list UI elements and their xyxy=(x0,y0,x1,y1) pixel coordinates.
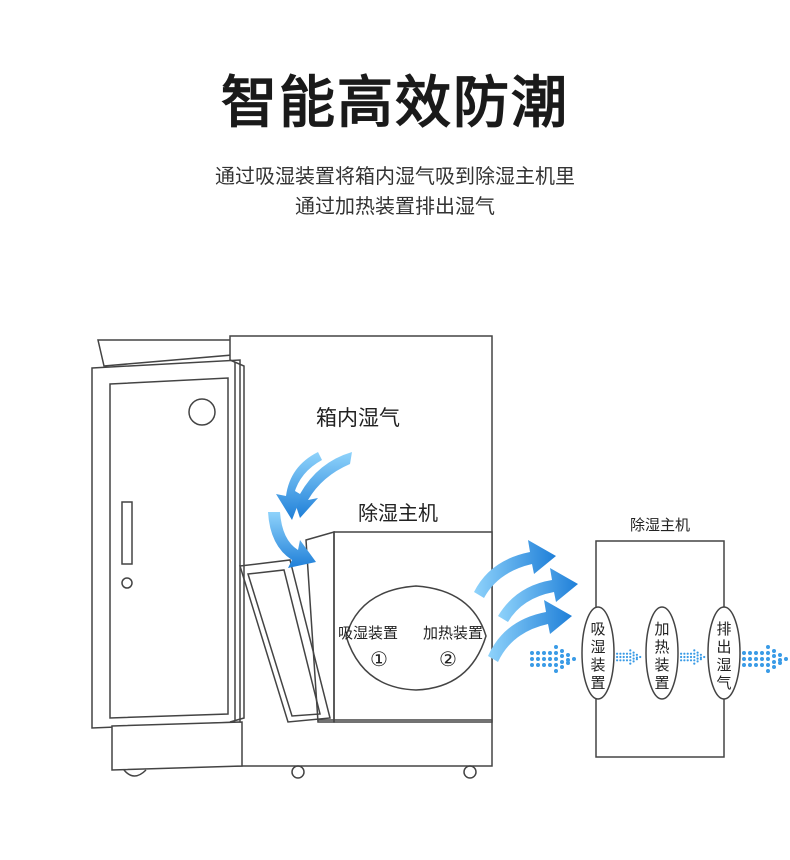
cabinet xyxy=(91,335,493,779)
stage3-char: 出 xyxy=(716,638,731,656)
curved-arrow-icon xyxy=(268,512,316,568)
stage3-char: 气 xyxy=(716,674,731,692)
module1-number: ① xyxy=(370,647,388,671)
stage2-char: 热 xyxy=(654,638,669,656)
stage3-char: 湿 xyxy=(716,656,731,674)
curved-arrow-icon xyxy=(488,600,572,662)
dotted-arrow-icon xyxy=(530,645,576,673)
stage1-char: 湿 xyxy=(590,638,605,656)
stage2-char: 装 xyxy=(654,656,669,674)
dotted-arrow-icon xyxy=(680,649,706,665)
unit-label: 除湿主机 xyxy=(358,501,438,525)
curved-arrow-icon xyxy=(290,452,352,518)
module1-label: 吸湿装置 xyxy=(338,624,398,642)
stage-capsule-absorb xyxy=(581,606,615,700)
stage1-char: 吸 xyxy=(590,620,605,638)
exhaust-arrows xyxy=(474,540,578,662)
curved-arrow-icon xyxy=(276,452,322,520)
curved-arrow-icon xyxy=(474,540,556,598)
dotted-arrow-icon xyxy=(616,649,642,665)
door-lock-icon xyxy=(121,577,133,589)
module2-number: ② xyxy=(439,647,457,671)
flow-box-title: 除湿主机 xyxy=(630,516,690,534)
curved-arrow-icon xyxy=(498,568,578,622)
module2-label: 加热装置 xyxy=(423,624,483,642)
stage2-char: 置 xyxy=(654,674,669,692)
hygrometer-icon xyxy=(188,398,216,426)
subtitle-line-2: 通过加热装置排出湿气 xyxy=(295,194,495,218)
page-title: 智能高效防潮 xyxy=(221,71,569,136)
stage-capsule-exhaust xyxy=(707,606,741,700)
intake-arrows xyxy=(268,452,352,568)
dotted-arrow-icon xyxy=(742,645,788,673)
stage3-char: 排 xyxy=(716,620,731,638)
stage-capsule-heat xyxy=(645,606,679,700)
air-label: 箱内湿气 xyxy=(316,406,400,430)
stage2-char: 加 xyxy=(654,620,669,638)
stage1-char: 装 xyxy=(590,656,605,674)
stage1-char: 置 xyxy=(590,674,605,692)
door-handle xyxy=(121,501,133,565)
subtitle-line-1: 通过吸湿装置将箱内湿气吸到除湿主机里 xyxy=(215,164,575,188)
